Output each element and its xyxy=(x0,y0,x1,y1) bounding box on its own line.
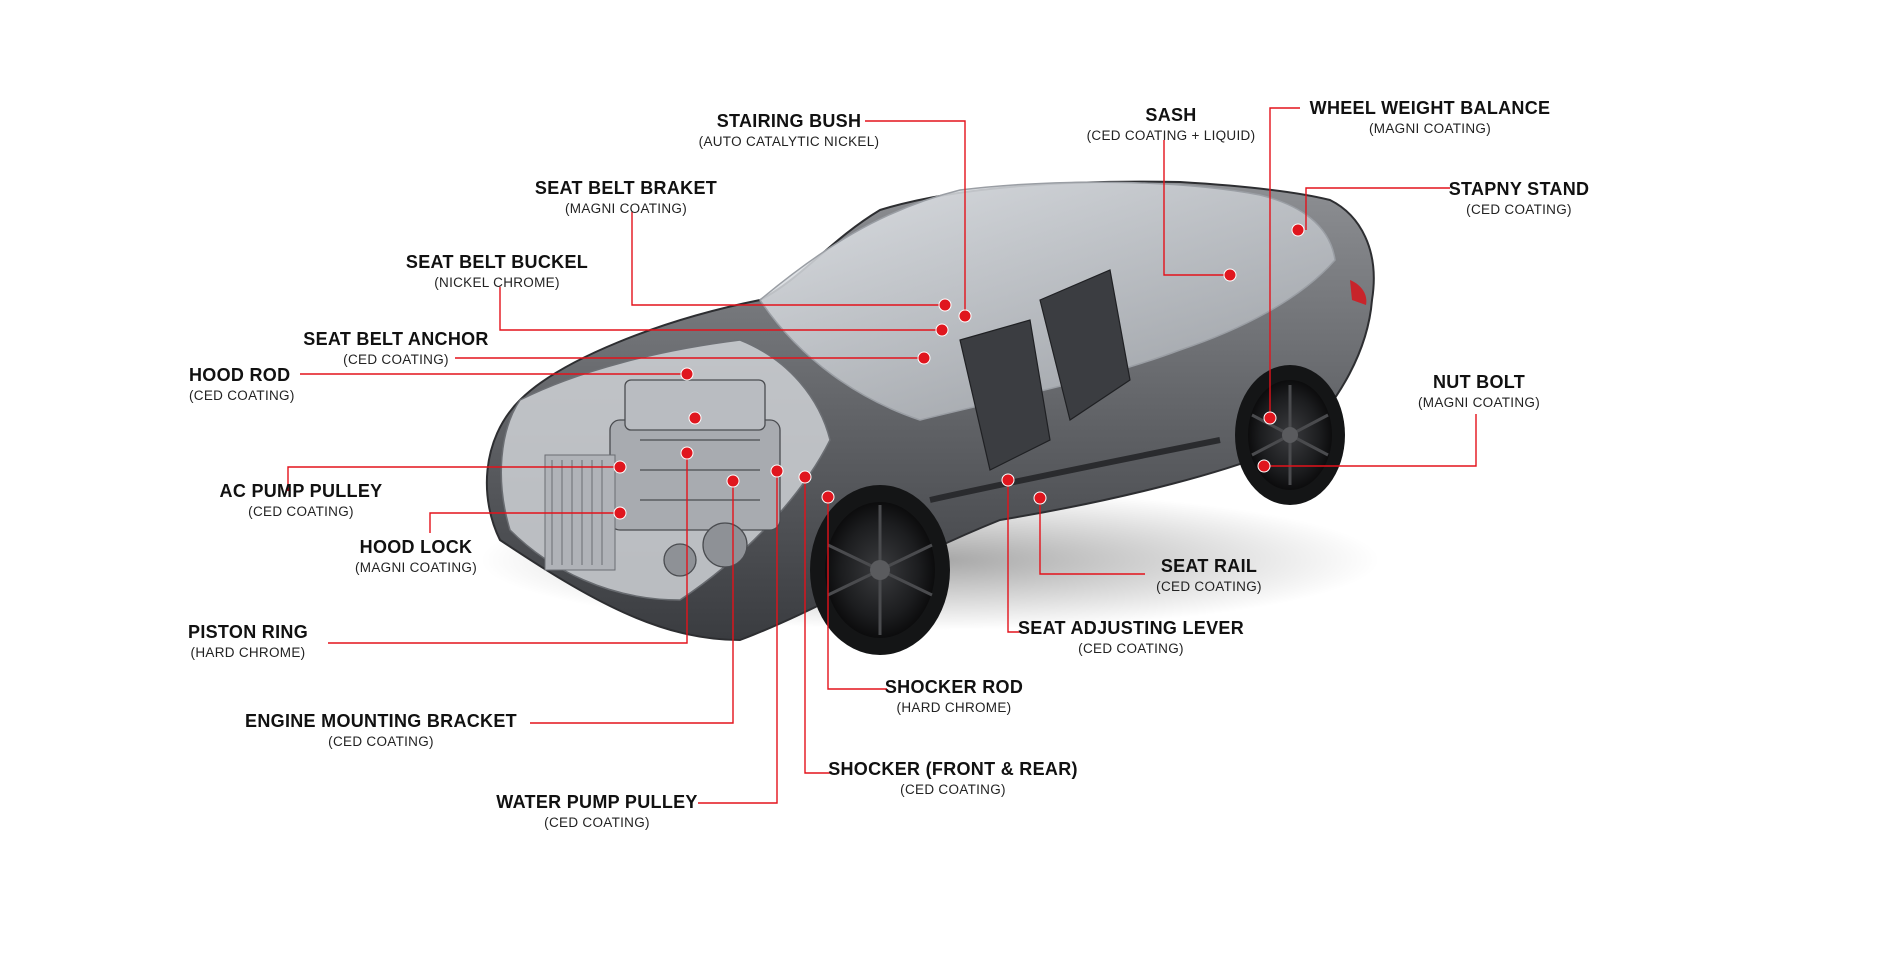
callout-title: SEAT BELT BRAKET xyxy=(534,178,718,198)
callout-subtitle: (MAGNI COATING) xyxy=(564,201,687,216)
dot-hood-lock xyxy=(613,506,627,520)
dot-stairing-bush xyxy=(958,309,972,323)
callout-subtitle: (CED COATING) xyxy=(328,734,434,749)
leader-line-seat-adjusting-lever xyxy=(1007,480,1022,633)
callout-piston-ring: PISTON RING (HARD CHROME) xyxy=(188,623,308,660)
callout-hood-rod: HOOD ROD (CED COATING) xyxy=(189,366,295,403)
callout-subtitle: (MAGNI COATING) xyxy=(1368,121,1491,136)
leader-line-shocker-rod xyxy=(827,497,887,690)
callout-title: SASH xyxy=(1145,105,1197,125)
callout-subtitle: (AUTO CATALYTIC NICKEL) xyxy=(698,134,880,149)
leader-line-water-pump-pulley xyxy=(698,471,778,804)
callout-subtitle: (NICKEL CHROME) xyxy=(434,275,560,290)
callout-engine-mounting-bracket: ENGINE MOUNTING BRACKET (CED COATING) xyxy=(245,712,517,749)
callout-stapny-stand: STAPNY STAND (CED COATING) xyxy=(1449,180,1590,217)
front-wheel xyxy=(810,485,950,655)
callout-title: SEAT BELT ANCHOR xyxy=(303,329,489,349)
leader-line-stapny-stand xyxy=(1305,187,1450,230)
callout-subtitle: (MAGNI COATING) xyxy=(1418,395,1540,410)
tail-light xyxy=(1350,280,1367,305)
callout-title: WATER PUMP PULLEY xyxy=(496,792,698,812)
callout-title: NUT BOLT xyxy=(1432,372,1526,392)
callout-seat-belt-anchor: SEAT BELT ANCHOR (CED COATING) xyxy=(303,330,488,367)
dot-ac-pump-pulley xyxy=(613,460,627,474)
callout-seat-belt-braket: SEAT BELT BRAKET (MAGNI COATING) xyxy=(535,179,717,216)
callout-ac-pump-pulley: AC PUMP PULLEY (CED COATING) xyxy=(220,482,383,519)
callout-subtitle: (CED COATING) xyxy=(189,388,295,403)
dot-engine-mounting-bracket xyxy=(726,474,740,488)
leader-line-wheel-weight-balance xyxy=(1269,107,1300,418)
callout-subtitle: (CED COATING) xyxy=(900,782,1006,797)
callout-title: PISTON RING xyxy=(188,622,308,642)
seats xyxy=(959,269,1131,471)
callout-subtitle: (CED COATING) xyxy=(343,352,449,367)
leader-line-seat-belt-buckel xyxy=(499,287,942,331)
callout-seat-belt-buckel: SEAT BELT BUCKEL (NICKEL CHROME) xyxy=(406,253,588,290)
leader-line-engine-mounting-bracket xyxy=(530,481,734,724)
side-sill xyxy=(929,437,1221,503)
dot-nut-bolt xyxy=(1257,459,1271,473)
leader-line-piston-ring xyxy=(328,453,688,644)
leader-line-sash xyxy=(1163,140,1230,276)
leader-lines xyxy=(287,107,1477,804)
callout-hood-lock: HOOD LOCK (MAGNI COATING) xyxy=(355,538,477,575)
dot-seat-belt-braket xyxy=(938,298,952,312)
dot-seat-belt-buckel xyxy=(935,323,949,337)
callout-subtitle: (HARD CHROME) xyxy=(190,645,306,660)
leader-line-ac-pump-pulley xyxy=(287,466,620,491)
callout-subtitle: (CED COATING) xyxy=(1156,579,1262,594)
leader-line-nut-bolt xyxy=(1262,414,1477,467)
leader-line-seat-rail xyxy=(1039,498,1145,575)
dot-hood-rod xyxy=(680,367,694,381)
callout-subtitle: (MAGNI COATING) xyxy=(355,560,477,575)
callout-dots xyxy=(613,223,1305,520)
callout-title: ENGINE MOUNTING BRACKET xyxy=(245,711,517,731)
callout-title: SEAT ADJUSTING LEVER xyxy=(1017,618,1245,638)
dot-piston-ring xyxy=(680,446,694,460)
callout-title: SEAT BELT BUCKEL xyxy=(405,252,589,272)
dot-wheel-weight-balance xyxy=(1263,411,1277,425)
callout-subtitle: (CED COATING) xyxy=(544,815,650,830)
callout-seat-rail: SEAT RAIL (CED COATING) xyxy=(1156,557,1262,594)
dot-shocker-front-rear xyxy=(798,470,812,484)
dot-seat-adjusting-lever xyxy=(1001,473,1015,487)
callout-seat-adjusting-lever: SEAT ADJUSTING LEVER (CED COATING) xyxy=(1018,619,1244,656)
leader-line-seat-belt-braket xyxy=(631,212,940,306)
callout-subtitle: (CED COATING) xyxy=(1078,641,1184,656)
callout-title: HOOD LOCK xyxy=(359,537,473,557)
dot-seat-belt-anchor xyxy=(917,351,931,365)
dot-stapny-stand xyxy=(1291,223,1305,237)
callout-subtitle: (HARD CHROME) xyxy=(896,700,1012,715)
callout-title: HOOD ROD xyxy=(189,365,291,385)
callout-nut-bolt: NUT BOLT (MAGNI COATING) xyxy=(1418,373,1540,410)
car-illustration xyxy=(480,180,1380,655)
dot-sash xyxy=(1223,268,1237,282)
dot-water-pump-pulley xyxy=(770,464,784,478)
dot-shocker-rod xyxy=(821,490,835,504)
callout-stairing-bush: STAIRING BUSH (AUTO CATALYTIC NICKEL) xyxy=(699,112,880,149)
callout-subtitle: (CED COATING) xyxy=(1466,202,1572,217)
dot-engine-upper xyxy=(688,411,702,425)
callout-title: AC PUMP PULLEY xyxy=(219,481,383,501)
callout-shocker-front-rear: SHOCKER (FRONT & REAR) (CED COATING) xyxy=(828,760,1078,797)
callout-subtitle: (CED COATING) xyxy=(248,504,354,519)
callout-title: SHOCKER ROD xyxy=(884,677,1024,697)
callout-title: SEAT RAIL xyxy=(1160,556,1258,576)
leader-line-shocker-front-rear xyxy=(804,477,832,774)
callout-title: SHOCKER (FRONT & REAR) xyxy=(828,759,1078,779)
rear-wheel xyxy=(1235,365,1345,505)
dot-seat-rail xyxy=(1033,491,1047,505)
callout-shocker-rod: SHOCKER ROD (HARD CHROME) xyxy=(885,678,1023,715)
callout-subtitle: (CED COATING + LIQUID) xyxy=(1086,128,1256,143)
leader-line-stairing-bush xyxy=(865,120,966,316)
callout-sash: SASH (CED COATING + LIQUID) xyxy=(1087,106,1256,143)
callout-title: STAPNY STAND xyxy=(1448,179,1590,199)
callout-water-pump-pulley: WATER PUMP PULLEY (CED COATING) xyxy=(496,793,697,830)
callout-wheel-weight-balance: WHEEL WEIGHT BALANCE (MAGNI COATING) xyxy=(1310,99,1551,136)
callout-title: WHEEL WEIGHT BALANCE xyxy=(1309,98,1551,118)
leader-line-hood-lock xyxy=(429,512,620,533)
callout-title: STAIRING BUSH xyxy=(716,111,862,131)
